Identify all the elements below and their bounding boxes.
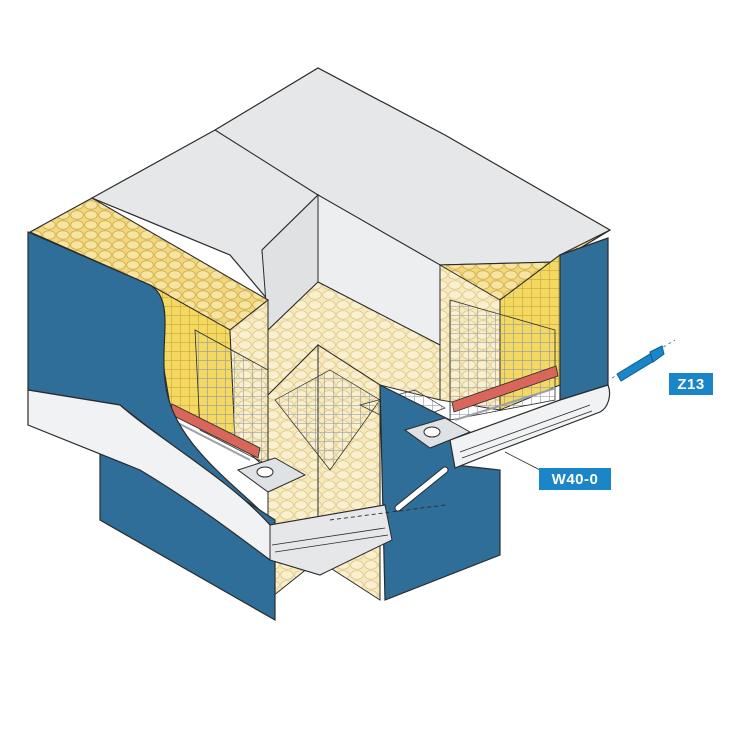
z13-label: Z13 [677, 375, 705, 393]
w40-leader-line [504, 451, 541, 471]
top-surface [90, 67, 612, 346]
z13-fastener-icon [611, 339, 676, 382]
blue-panels [27, 231, 609, 622]
corner-profile [27, 384, 611, 576]
w40-label-box [539, 468, 611, 490]
z13-label-box [669, 373, 713, 395]
mounting-brackets [236, 417, 472, 493]
w40-label: W40-0 [551, 470, 599, 488]
right-wing [439, 229, 611, 421]
